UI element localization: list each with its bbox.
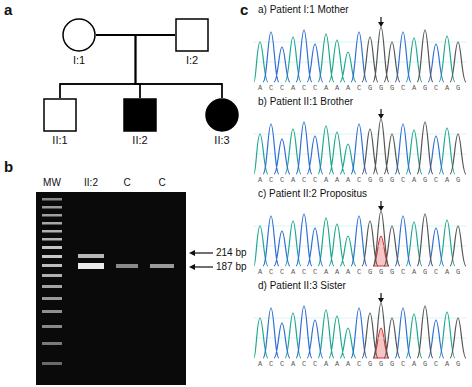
figure-label: b) Patient II:1 Brother [258, 96, 353, 108]
figure-label: MW [43, 177, 61, 189]
base-sequence: A C C A C C A A A C G G G C A G C A G [258, 84, 462, 92]
base-sequence: A C C A C C A A A C G G G C A G C A G [258, 176, 462, 184]
figure-label: C [123, 177, 130, 189]
base-sequence: A C C A C C A A A C G G G C A G C A G [258, 360, 462, 368]
pedigree-individual: I:2 [175, 18, 209, 67]
individual-label: I:2 [162, 54, 222, 67]
individual-label: I:1 [49, 54, 109, 67]
male-symbol [123, 98, 157, 132]
male-symbol [175, 18, 209, 52]
figure-label: II:2 [84, 177, 98, 189]
pedigree-line [136, 35, 176, 98]
pedigree-individual: II:2 [123, 98, 157, 147]
panel-letter: b [4, 158, 13, 176]
panel-letter: a [4, 1, 12, 19]
figure-label: 214 bp [216, 247, 247, 259]
panel-letter: c [240, 1, 248, 19]
figure-label: a) Patient I:1 Mother [258, 4, 349, 16]
band-pointer-arrows [189, 250, 213, 270]
ladder-bands [42, 198, 62, 365]
figure-label: 187 bp [216, 261, 247, 273]
gel-background [36, 192, 186, 385]
individual-label: II:3 [192, 134, 252, 147]
figure-label: C [158, 177, 165, 189]
female-symbol [205, 98, 239, 132]
pedigree-individual: I:1 [62, 18, 96, 67]
individual-label: II:1 [30, 134, 90, 147]
individual-label: II:2 [110, 134, 170, 147]
female-symbol [62, 18, 96, 52]
trace-propositus [254, 201, 466, 266]
base-sequence: A C C A C C A A A C G G G C A G C A G [258, 268, 462, 276]
pedigree-individual: II:1 [43, 98, 77, 147]
pedigree-individual: II:3 [205, 98, 239, 147]
trace-mother [254, 17, 466, 82]
figure-label: d) Patient II:3 Sister [258, 280, 346, 292]
sample-bands [78, 254, 174, 269]
trace-sister [254, 293, 466, 358]
figure-label: c) Patient II:2 Propositus [258, 188, 367, 200]
pedigree-line [96, 35, 140, 98]
trace-brother [254, 109, 466, 174]
male-symbol [43, 98, 77, 132]
